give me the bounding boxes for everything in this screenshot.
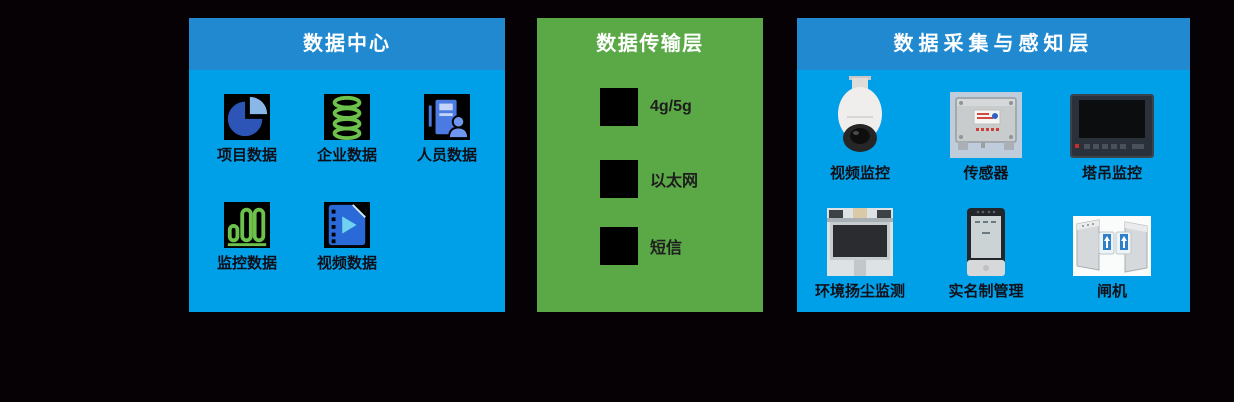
collection-panel: 数据采集与感知层 视频监控 bbox=[797, 18, 1190, 312]
list-item: 闸机 bbox=[1049, 204, 1175, 301]
collection-title: 数据采集与感知层 bbox=[797, 18, 1190, 70]
transmission-panel: 数据传输层 4g/5g 以太网 短信 bbox=[537, 18, 763, 312]
item-label: 视频数据 bbox=[316, 255, 377, 272]
list-item: 企业数据 bbox=[297, 94, 397, 165]
turnstile-photo bbox=[1073, 216, 1151, 276]
data-center-title: 数据中心 bbox=[189, 18, 505, 70]
item-label: 塔吊监控 bbox=[1081, 165, 1142, 182]
black-square-icon bbox=[600, 160, 638, 198]
data-center-panel: 数据中心 项目数据 bbox=[189, 18, 505, 312]
item-label: 视频监控 bbox=[829, 165, 890, 182]
list-item: 实名制管理 bbox=[923, 204, 1049, 301]
video-file-icon bbox=[324, 202, 370, 248]
list-item: 监控数据 bbox=[197, 202, 297, 273]
item-label: 人员数据 bbox=[416, 147, 477, 164]
data-center-row-2: 监控数据 视频数据 bbox=[197, 202, 397, 273]
item-label: 闸机 bbox=[1096, 283, 1127, 300]
bar-chart-icon bbox=[224, 202, 270, 248]
dust-monitor-photo bbox=[827, 208, 893, 276]
list-item: 传感器 bbox=[923, 74, 1049, 183]
list-item: 塔吊监控 bbox=[1049, 74, 1175, 183]
pie-chart-icon bbox=[224, 94, 270, 140]
list-item: 项目数据 bbox=[197, 94, 297, 165]
list-item: 视频数据 bbox=[297, 202, 397, 273]
database-icon bbox=[324, 94, 370, 140]
sensor-box-photo bbox=[950, 92, 1022, 158]
data-center-row-1: 项目数据 企业数据 bbox=[197, 94, 497, 165]
list-item: 4g/5g bbox=[600, 88, 692, 126]
item-label: 4g/5g bbox=[650, 98, 692, 115]
item-label: 以太网 bbox=[650, 173, 699, 190]
black-square-icon bbox=[600, 88, 638, 126]
monitor-photo bbox=[1070, 94, 1154, 158]
list-item: 人员数据 bbox=[397, 94, 497, 165]
list-item: 短信 bbox=[600, 227, 682, 265]
item-label: 项目数据 bbox=[216, 147, 277, 164]
black-square-icon bbox=[600, 227, 638, 265]
list-item: 环境扬尘监测 bbox=[797, 204, 923, 301]
item-label: 企业数据 bbox=[316, 147, 377, 164]
item-label: 传感器 bbox=[963, 165, 1009, 182]
dome-camera-photo bbox=[838, 76, 882, 152]
list-item: 以太网 bbox=[600, 160, 698, 198]
item-label: 短信 bbox=[650, 240, 683, 257]
person-server-icon bbox=[424, 94, 470, 140]
face-terminal-photo bbox=[967, 208, 1005, 276]
list-item: 视频监控 bbox=[797, 74, 923, 183]
item-label: 实名制管理 bbox=[948, 283, 1024, 300]
item-label: 监控数据 bbox=[216, 255, 277, 272]
item-label: 环境扬尘监测 bbox=[814, 283, 905, 300]
transmission-title: 数据传输层 bbox=[596, 33, 704, 55]
